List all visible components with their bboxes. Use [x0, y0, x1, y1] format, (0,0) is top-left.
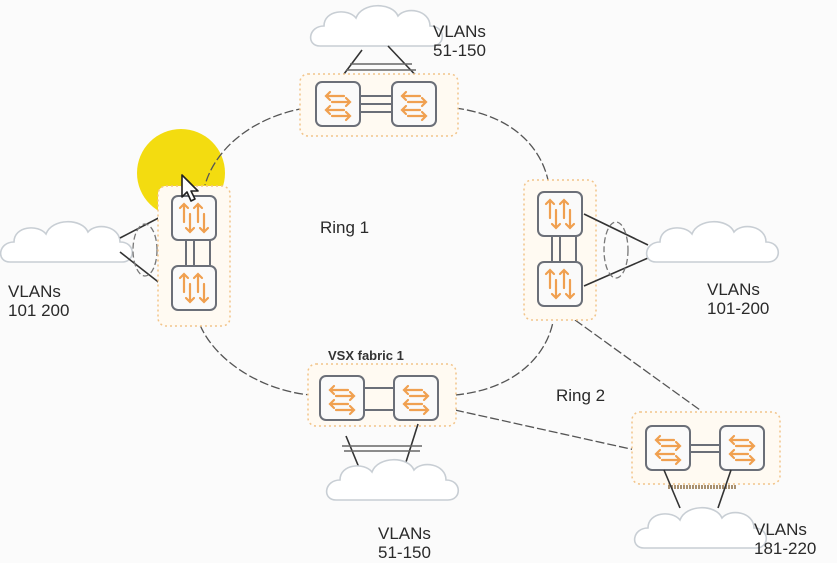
switch-icon: [392, 374, 440, 422]
switch-icon: [390, 80, 438, 128]
vlans-bottom-label: VLANs 51-150: [378, 524, 431, 562]
vlans-left-label: VLANs 101 200: [8, 282, 70, 320]
cluster-bottom: [307, 363, 460, 501]
cloud-icon: [645, 220, 780, 263]
switch-icon: [314, 80, 362, 128]
ring1-label: Ring 1: [320, 218, 370, 237]
link-left-bottom: [199, 324, 311, 396]
ring2-label: Ring 2: [556, 386, 606, 405]
switch-icon: [536, 190, 584, 238]
vlans-right-label: VLANs 101-200: [707, 280, 770, 318]
mouse-pointer-icon: [181, 174, 199, 202]
ring1-links: [199, 107, 554, 396]
cluster-left: [0, 185, 231, 327]
cloud-icon: [325, 458, 460, 501]
link-right-bottom: [454, 321, 554, 396]
cluster-far-right: [631, 411, 781, 549]
vlans-top-label: VLANs 51-150: [433, 22, 486, 60]
link-bottom-farright: [454, 409, 636, 451]
switch-icon: [536, 260, 584, 308]
link-top-left: [204, 107, 306, 186]
cloud-icon: [633, 506, 768, 549]
link-top-right: [454, 107, 549, 181]
cluster-top: [299, 4, 459, 137]
switch-icon: [718, 424, 766, 472]
link-right-farright: [574, 319, 701, 411]
switch-icon: [318, 374, 366, 422]
switch-icon: [170, 264, 218, 312]
cloud-icon: [309, 4, 444, 47]
cluster-right: [523, 179, 780, 321]
vlans-far-right-label: VLANs 181-220: [754, 520, 817, 558]
vsx-fabric-label: VSX fabric 1: [328, 348, 404, 363]
switch-icon: [644, 424, 692, 472]
ring2-links: [454, 319, 701, 451]
cloud-icon: [0, 220, 134, 263]
